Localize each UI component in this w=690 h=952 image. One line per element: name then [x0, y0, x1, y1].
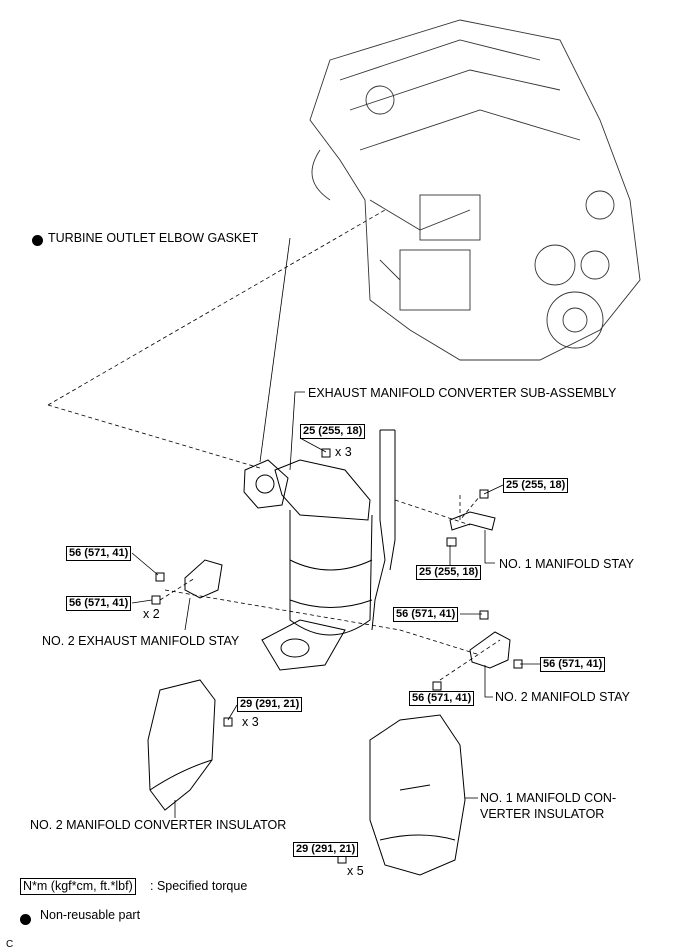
- label-no1-insulator-1: NO. 1 MANIFOLD CON-: [480, 791, 617, 805]
- label-leader-lines: [131, 237, 540, 857]
- torque-56-d: 56 (571, 41): [540, 657, 606, 672]
- label-gasket: TURBINE OUTLET ELBOW GASKET: [48, 231, 259, 245]
- nonreusable-marker-icon: [32, 235, 43, 246]
- qty-29-b: x 5: [347, 864, 364, 878]
- legend-nonreusable: Non-reusable part: [40, 908, 141, 922]
- label-no2-exhaust-stay: NO. 2 EXHAUST MANIFOLD STAY: [42, 634, 240, 648]
- no2-stay-shape: [469, 631, 511, 669]
- no2-exhaust-stay-shape: [184, 559, 223, 599]
- torque-25-a: 25 (255, 18): [300, 424, 366, 439]
- legend-torque-unit: N*m (kgf*cm, ft.*lbf): [20, 878, 136, 895]
- gasket-shape: [243, 459, 289, 509]
- label-no1-stay: NO. 1 MANIFOLD STAY: [499, 557, 634, 571]
- torque-25-c: 25 (255, 18): [416, 565, 482, 580]
- torque-29-b: 29 (291, 21): [293, 842, 359, 857]
- bolt-shapes: [151, 448, 523, 864]
- no2-insulator-shape: [147, 679, 216, 811]
- label-no1-insulator-2: VERTER INSULATOR: [480, 807, 605, 821]
- qty-25-a: x 3: [335, 445, 352, 459]
- label-converter: EXHAUST MANIFOLD CONVERTER SUB-ASSEMBLY: [308, 386, 617, 400]
- legend-nonreusable-icon: [20, 914, 31, 925]
- label-no2-stay: NO. 2 MANIFOLD STAY: [495, 690, 630, 704]
- torque-29-a: 29 (291, 21): [237, 697, 303, 712]
- torque-56-a: 56 (571, 41): [66, 546, 132, 561]
- torque-56-c: 56 (571, 41): [393, 607, 459, 622]
- assembly-dashed-lines: [47, 209, 501, 681]
- figure-code: C: [6, 939, 14, 950]
- converter-illustration: [261, 429, 396, 671]
- qty-29-a: x 3: [242, 715, 259, 729]
- legend-torque-desc: : Specified torque: [150, 879, 248, 893]
- no1-insulator-shape: [369, 714, 466, 876]
- no1-stay-shape: [449, 511, 496, 531]
- torque-25-b: 25 (255, 18): [503, 478, 569, 493]
- torque-56-b: 56 (571, 41): [66, 596, 132, 611]
- qty-56-b: x 2: [143, 607, 160, 621]
- torque-56-e: 56 (571, 41): [409, 691, 475, 706]
- label-no2-insulator: NO. 2 MANIFOLD CONVERTER INSULATOR: [30, 818, 287, 832]
- engine-illustration: [309, 19, 641, 361]
